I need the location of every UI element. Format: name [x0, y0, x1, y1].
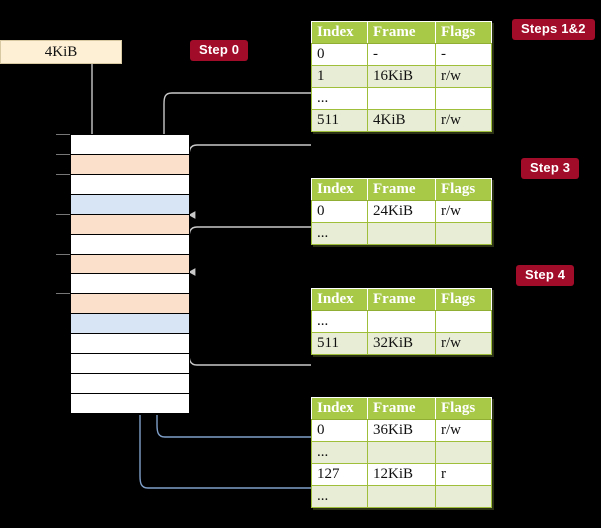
memory-tick-mark: [56, 173, 70, 175]
column-header-index: Index: [311, 21, 368, 44]
arrow-table3-row511-to-memory: [182, 301, 311, 366]
cell-flags: [435, 310, 492, 333]
memory-frame-white: [71, 174, 189, 195]
cell-index: 511: [311, 332, 368, 355]
cell-frame: 32KiB: [367, 332, 436, 355]
memory-frame-white: [71, 334, 189, 355]
table-row: 0--: [311, 43, 492, 66]
memory-tick-mark: [56, 213, 70, 215]
table-row: ...: [311, 485, 492, 508]
cell-flags: -: [435, 43, 492, 66]
cell-flags: [435, 485, 492, 508]
memory-tick-mark: [56, 253, 70, 255]
cell-index: ...: [311, 485, 368, 508]
column-header-flags: Flags: [435, 288, 492, 311]
column-header-index: Index: [311, 397, 368, 420]
table-row: ...: [311, 441, 492, 464]
memory-frame-white: [71, 135, 189, 155]
cell-flags: r: [435, 463, 492, 486]
column-header-frame: Frame: [367, 397, 436, 420]
table-row: ...: [311, 310, 492, 333]
column-header-index: Index: [311, 288, 368, 311]
column-header-frame: Frame: [367, 288, 436, 311]
cell-flags: [435, 441, 492, 464]
cell-frame: [367, 87, 436, 110]
cell-frame: 36KiB: [367, 419, 436, 442]
memory-frame-peach: [71, 154, 189, 175]
badge-step-0: Step 0: [190, 40, 249, 62]
cell-index: ...: [311, 222, 368, 245]
cell-frame: [367, 222, 436, 245]
cell-frame: -: [367, 43, 436, 66]
table-row: ...: [311, 87, 492, 110]
cell-index: 0: [311, 43, 368, 66]
badge-step-3: Step 3: [521, 158, 580, 180]
memory-frame-blue: [71, 314, 189, 335]
cell-index: 127: [311, 463, 368, 486]
column-header-frame: Frame: [367, 21, 436, 44]
memory-frame-peach: [71, 214, 189, 235]
cell-flags: [435, 87, 492, 110]
badge-steps-1-2: Steps 1&2: [512, 19, 595, 41]
badge-step-4: Step 4: [516, 265, 575, 287]
memory-tick-mark: [56, 134, 70, 135]
cell-frame: 24KiB: [367, 200, 436, 223]
memory-tick-mark: [56, 153, 70, 155]
cell-flags: r/w: [435, 109, 492, 132]
cell-index: 0: [311, 200, 368, 223]
memory-frame-white: [71, 394, 189, 414]
memory-frame-white: [71, 274, 189, 295]
cell-flags: r/w: [435, 419, 492, 442]
cell-frame: 16KiB: [367, 65, 436, 88]
memory-tick-mark: [56, 293, 70, 295]
table-row: ...: [311, 222, 492, 245]
cell-frame: 12KiB: [367, 463, 436, 486]
cell-frame: [367, 310, 436, 333]
memory-frame-white: [71, 374, 189, 395]
memory-frame-blue: [71, 194, 189, 215]
cell-flags: [435, 222, 492, 245]
cell-index: 1: [311, 65, 368, 88]
cell-frame: [367, 441, 436, 464]
column-header-flags: Flags: [435, 397, 492, 420]
cell-frame: 4KiB: [367, 109, 436, 132]
arrow-table2-row0-to-memory: [188, 226, 311, 276]
source-frame-box: 4KiB: [0, 40, 122, 64]
column-header-index: Index: [311, 178, 368, 201]
memory-frame-peach: [71, 294, 189, 315]
physical-memory-column: [70, 134, 190, 415]
arrow-table1-row511-to-memory: [188, 144, 311, 219]
cell-index: ...: [311, 310, 368, 333]
cell-index: 511: [311, 109, 368, 132]
cell-flags: r/w: [435, 200, 492, 223]
cell-flags: r/w: [435, 332, 492, 355]
column-header-flags: Flags: [435, 21, 492, 44]
memory-frame-white: [71, 234, 189, 255]
column-header-flags: Flags: [435, 178, 492, 201]
memory-frame-peach: [71, 254, 189, 275]
cell-frame: [367, 485, 436, 508]
cell-index: 0: [311, 419, 368, 442]
cell-index: ...: [311, 87, 368, 110]
memory-frame-white: [71, 354, 189, 375]
column-header-frame: Frame: [367, 178, 436, 201]
cell-index: ...: [311, 441, 368, 464]
cell-flags: r/w: [435, 65, 492, 88]
